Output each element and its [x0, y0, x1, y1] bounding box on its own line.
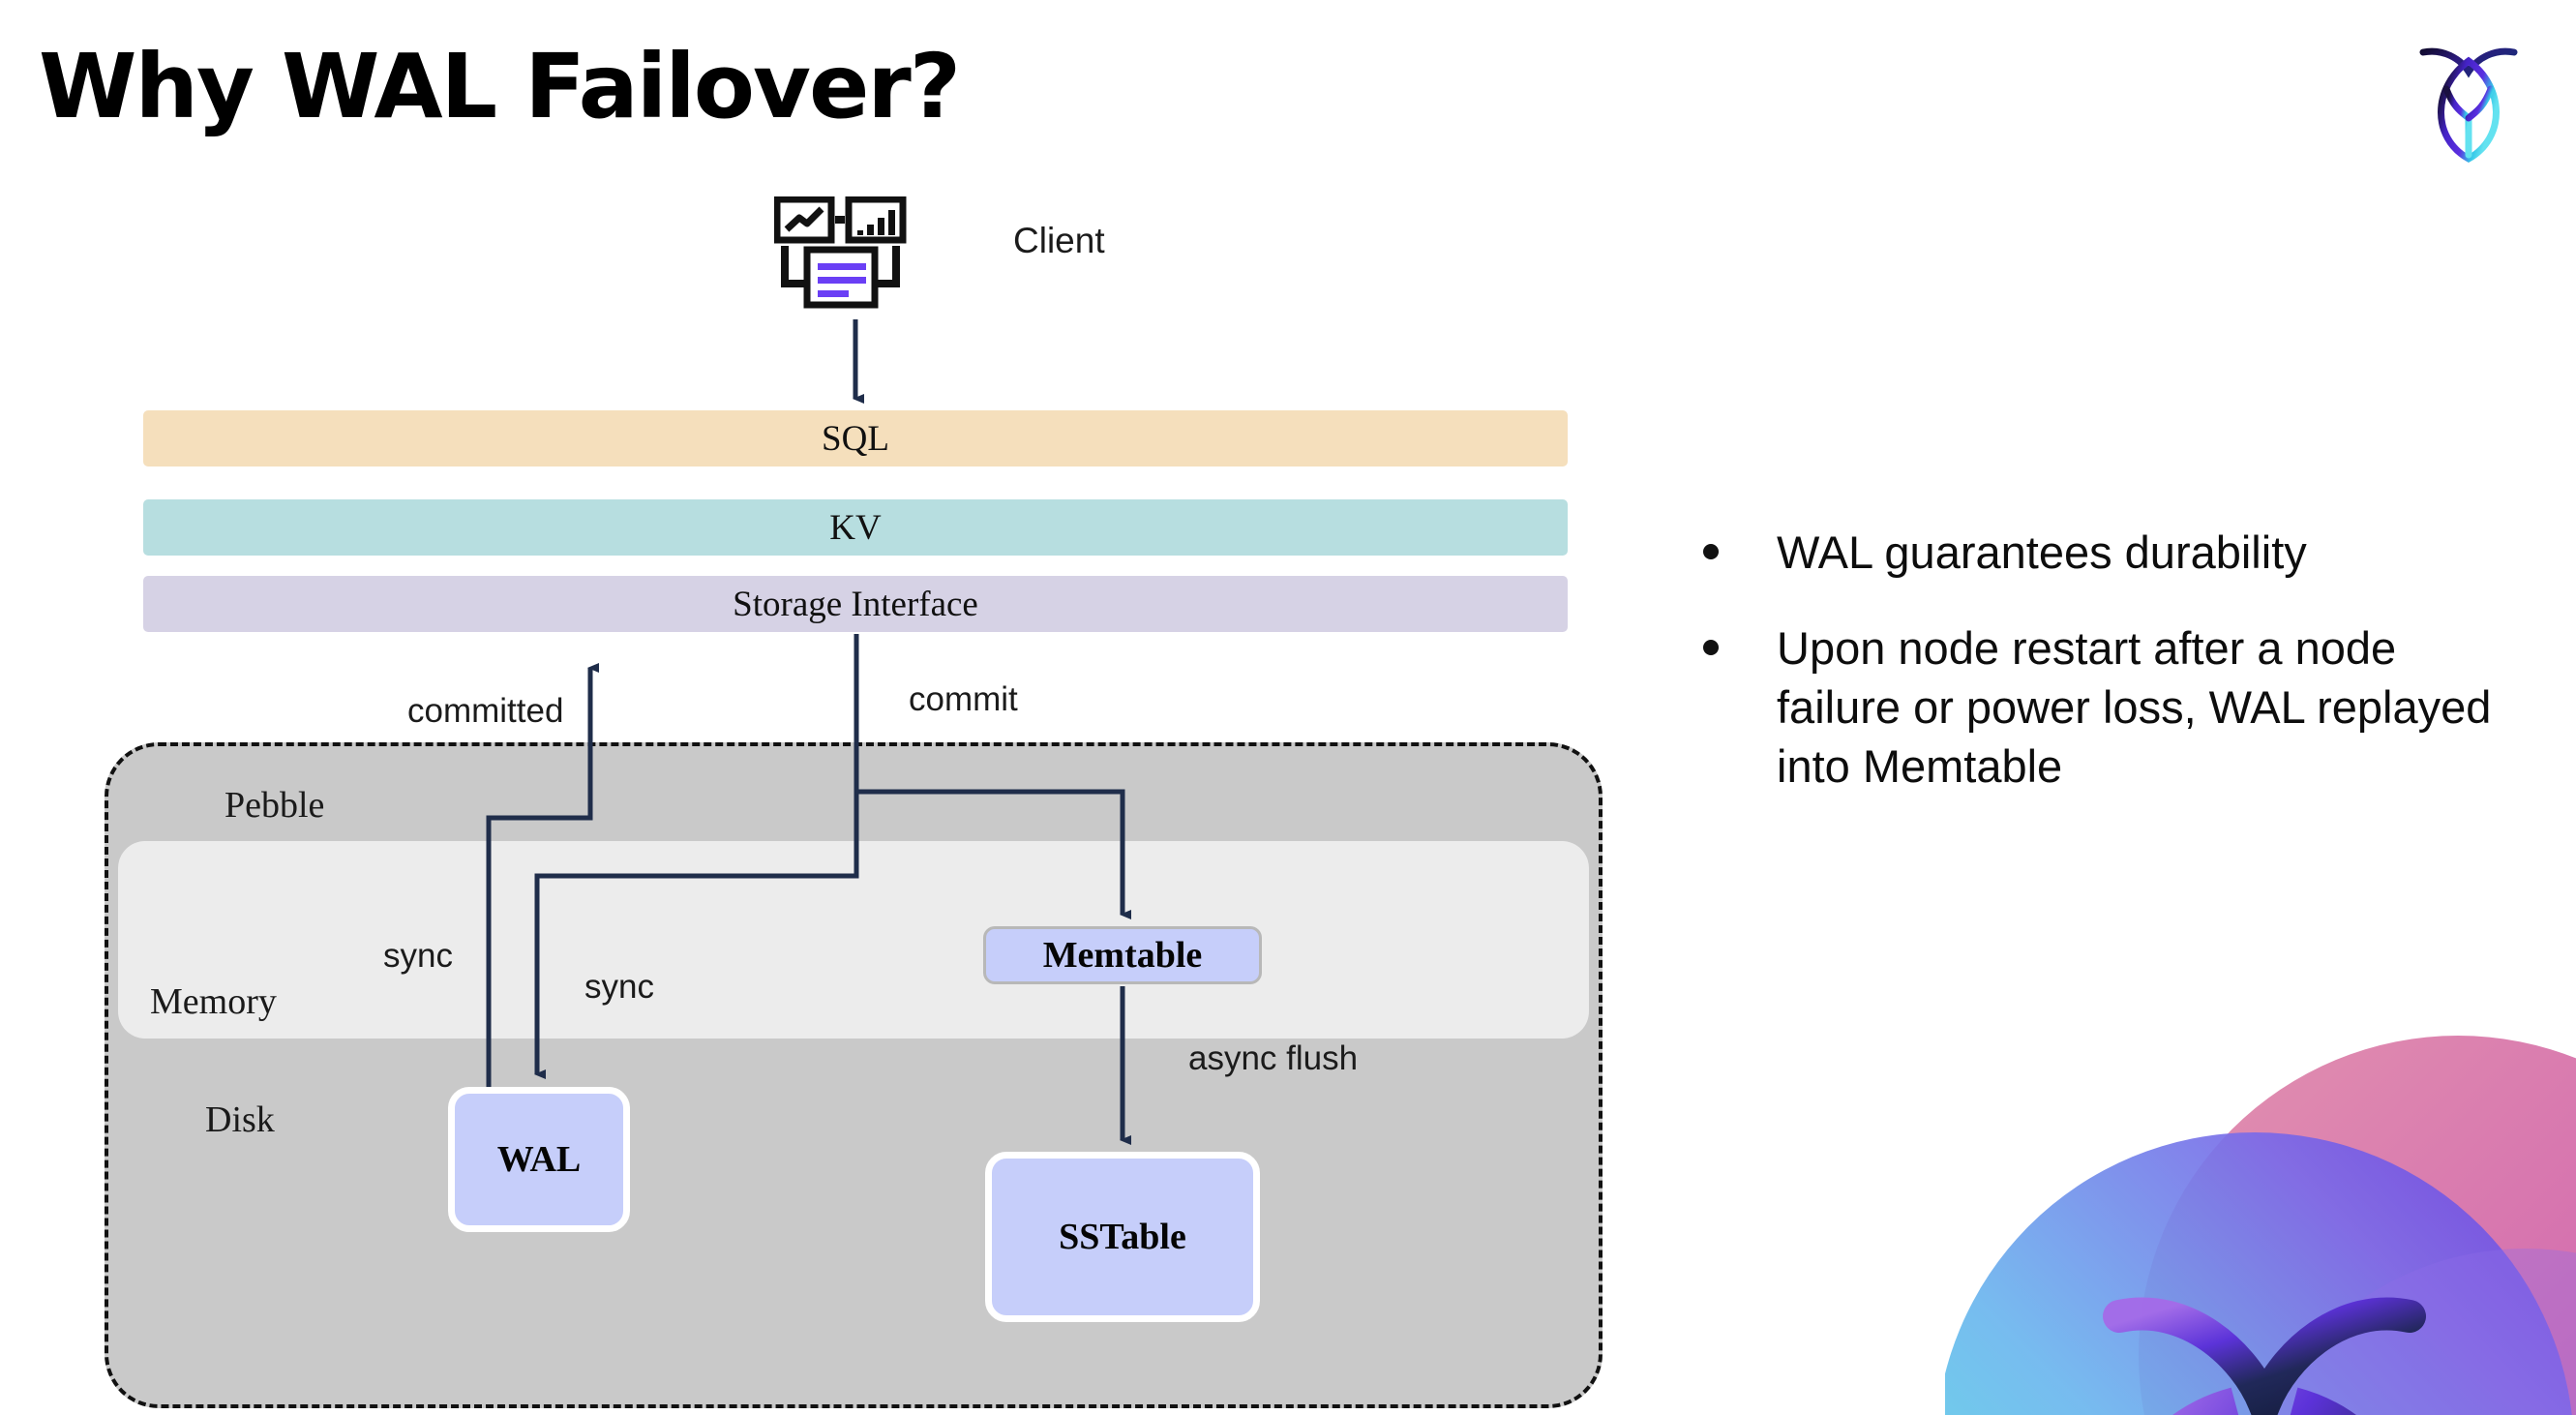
- edge-label-async-flush: async flush: [1188, 1039, 1359, 1077]
- list-item: Upon node restart after a node failure o…: [1703, 618, 2497, 796]
- node-sstable[interactable]: SSTable: [985, 1152, 1260, 1322]
- edge-label-committed: committed: [407, 692, 564, 730]
- page-title: Why WAL Failover?: [39, 35, 961, 138]
- layer-storage-interface[interactable]: Storage Interface: [143, 576, 1568, 632]
- bullet-text: WAL guarantees durability: [1777, 527, 2307, 578]
- node-wal[interactable]: WAL: [448, 1087, 630, 1232]
- layer-sql-label: SQL: [822, 418, 889, 459]
- decorative-brand-art: [1945, 1036, 2576, 1415]
- layer-kv-label: KV: [829, 507, 882, 548]
- diagram-connectors: [486, 319, 1131, 1145]
- memory-label: Memory: [150, 981, 277, 1022]
- architecture-diagram: Pebble Memory Disk: [105, 196, 1603, 1408]
- bullet-dot-icon: [1703, 544, 1719, 559]
- disk-label: Disk: [205, 1099, 275, 1140]
- layer-sql[interactable]: SQL: [143, 410, 1568, 467]
- node-sstable-label: SSTable: [1059, 1217, 1186, 1257]
- client-label: Client: [1013, 221, 1105, 260]
- pebble-label: Pebble: [225, 785, 325, 826]
- edge-label-sync-right: sync: [584, 968, 654, 1006]
- layer-storage-label: Storage Interface: [733, 584, 978, 624]
- layer-kv[interactable]: KV: [143, 499, 1568, 556]
- bullet-text: Upon node restart after a node failure o…: [1777, 622, 2492, 793]
- cockroachdb-logo-icon: [2419, 47, 2518, 163]
- list-item: WAL guarantees durability: [1703, 523, 2497, 582]
- edge-label-sync-left: sync: [383, 937, 453, 975]
- node-memtable[interactable]: Memtable: [983, 926, 1262, 984]
- node-wal-label: WAL: [496, 1139, 582, 1180]
- node-memtable-label: Memtable: [1042, 935, 1203, 976]
- analytics-dashboard-icon: [774, 196, 907, 309]
- bullet-dot-icon: [1703, 640, 1719, 656]
- edge-label-commit: commit: [909, 680, 1018, 718]
- bullet-list: WAL guarantees durability Upon node rest…: [1703, 523, 2497, 832]
